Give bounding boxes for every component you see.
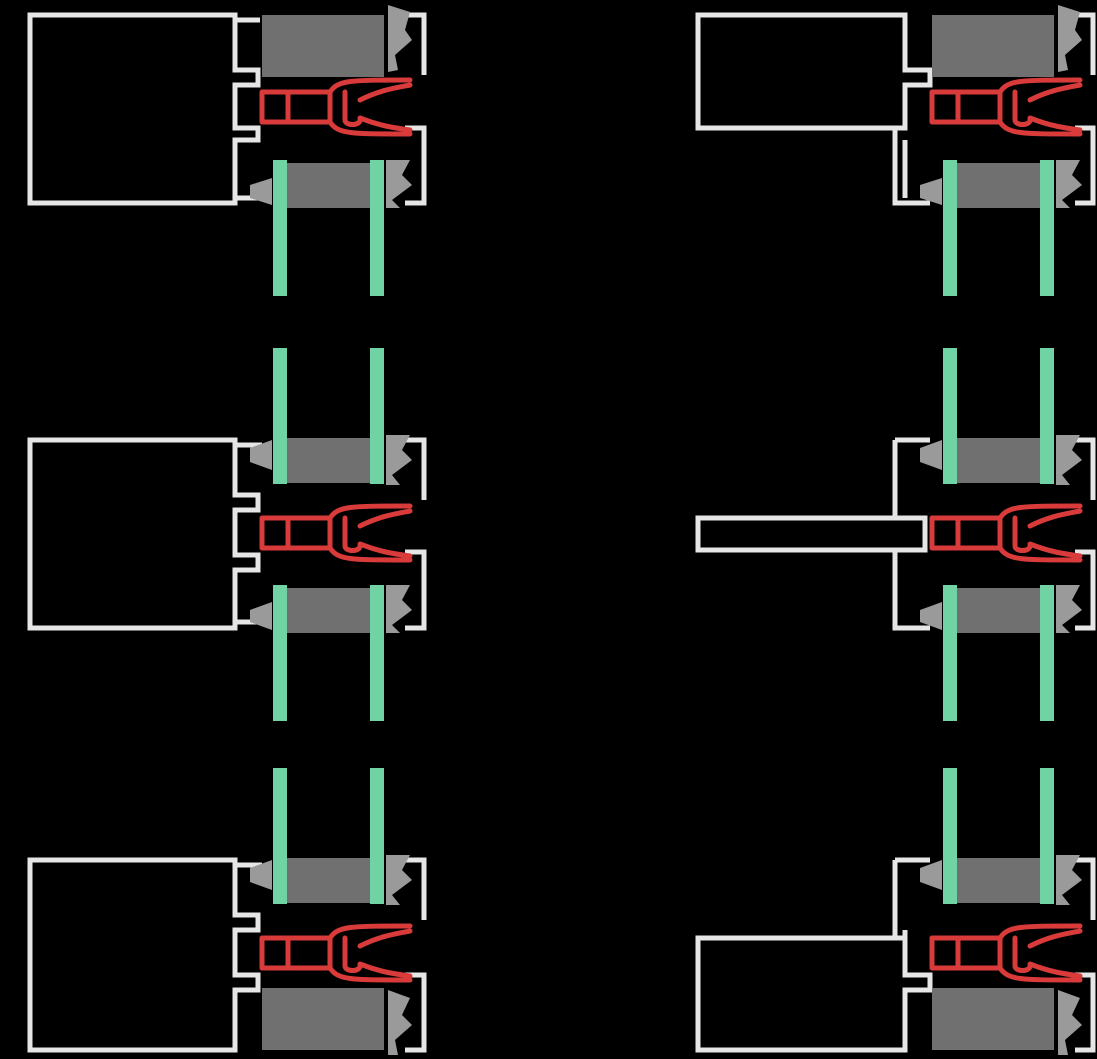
gasket-seal-upper	[386, 855, 412, 905]
gasket-seal-upper	[1058, 5, 1082, 72]
glass-pane-outer	[943, 160, 957, 296]
gasket-clip	[920, 860, 942, 890]
transom-beam	[695, 935, 933, 1053]
gasket-seal-upper	[386, 435, 412, 485]
spandrel-panel-lower	[932, 988, 1054, 1050]
glass-pane-outer-extension	[273, 348, 287, 484]
spandrel-panel-upper	[932, 15, 1054, 77]
thermal-break	[259, 503, 413, 563]
glass-pane-outer	[273, 585, 287, 721]
transom-beam	[27, 437, 261, 631]
transom-beam	[27, 857, 261, 1053]
flat-bar-beam	[695, 515, 928, 553]
insulated-glass-spacer-upper	[287, 858, 370, 903]
gasket-clip-upper	[250, 440, 272, 470]
thermal-break	[259, 923, 413, 983]
detail-bottom-left	[27, 768, 427, 1055]
thermal-break	[929, 77, 1083, 137]
thermal-break	[929, 503, 1083, 563]
detail-middle-right	[695, 348, 1096, 721]
glass-pane-outer	[273, 160, 287, 296]
spandrel-panel-upper	[262, 15, 384, 77]
gasket-clip	[250, 860, 272, 890]
insulated-glass-spacer	[287, 163, 370, 208]
glass-pane-outer	[943, 585, 957, 721]
glass-pane-inner	[370, 585, 384, 721]
mullion-profile	[235, 857, 427, 1053]
transom-beam	[27, 12, 261, 206]
mullion-profile	[892, 12, 1096, 206]
glass-pane-outer-extension	[943, 768, 957, 904]
gasket-seal-upper	[388, 5, 412, 72]
glass-pane-outer-extension	[273, 768, 287, 904]
gasket-seal-lower	[388, 990, 412, 1055]
gasket-seal-upper	[1056, 435, 1082, 485]
detail-middle-left	[27, 348, 427, 721]
gasket-seal-lower	[1056, 585, 1082, 633]
glass-pane-outer-extension	[943, 348, 957, 484]
glass-pane-inner	[1040, 585, 1054, 721]
gasket-seal-lower	[386, 585, 412, 633]
detail-top-left	[27, 5, 427, 296]
gasket-clip-upper	[920, 440, 942, 470]
gasket-clip-lower	[250, 602, 272, 630]
glass-pane-inner	[1040, 160, 1054, 296]
glass-pane-inner-extension	[370, 348, 384, 484]
gasket-clip	[250, 178, 272, 205]
spandrel-panel-lower	[262, 988, 384, 1050]
mullion-profile	[892, 857, 1096, 1053]
insulated-glass-spacer-lower	[957, 588, 1040, 633]
gasket-seal-lower	[1058, 990, 1082, 1055]
insulated-glass-spacer-lower	[287, 588, 370, 633]
gasket-clip	[920, 178, 942, 205]
gasket-seal-lower	[1056, 160, 1082, 208]
insulated-glass-spacer-upper	[957, 438, 1040, 483]
glass-pane-inner-extension	[1040, 348, 1054, 484]
mullion-profile	[892, 437, 1096, 631]
transom-beam	[695, 12, 933, 131]
thermal-break	[259, 77, 413, 137]
thermal-break	[929, 923, 1083, 983]
mullion-profile	[235, 437, 427, 631]
glass-pane-inner	[370, 160, 384, 296]
detail-bottom-right	[695, 768, 1096, 1055]
insulated-glass-spacer	[957, 163, 1040, 208]
gasket-clip-lower	[920, 602, 942, 630]
gasket-seal-upper	[1056, 855, 1082, 905]
glass-pane-inner-extension	[1040, 768, 1054, 904]
detail-top-right	[695, 5, 1096, 296]
glass-pane-inner-extension	[370, 768, 384, 904]
insulated-glass-spacer-upper	[957, 858, 1040, 903]
gasket-seal-lower	[386, 160, 412, 208]
mullion-profile	[235, 12, 427, 206]
insulated-glass-spacer-upper	[287, 438, 370, 483]
